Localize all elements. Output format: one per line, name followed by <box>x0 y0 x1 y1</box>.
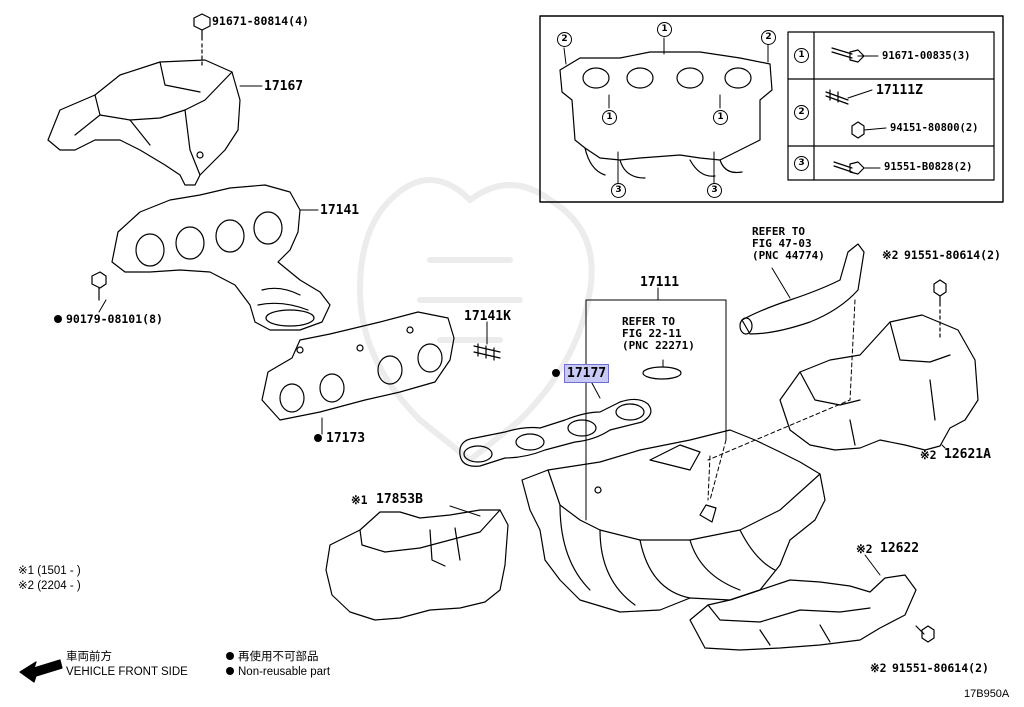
hose-44774 <box>739 243 865 335</box>
exhaust-manifold-17141 <box>111 184 331 331</box>
inset-callout-1-right: 1 <box>713 110 728 125</box>
ref-fig-22-line1: REFER TO <box>622 315 675 328</box>
nut-90179-08101 <box>91 271 107 301</box>
bolt-91671-80814 <box>193 13 211 67</box>
mark-2-top: ※2 <box>882 248 899 262</box>
inset-callout-3-right: 3 <box>707 183 722 198</box>
legend-nonreuse-jp: 再使用不可部品 <box>226 651 319 664</box>
gasket-17177 <box>459 398 652 467</box>
ref-fig-47-line3: (PNC 44774) <box>752 249 825 262</box>
ref-fig-22-line3: (PNC 22271) <box>622 339 695 352</box>
figure-id: 17B950A <box>964 688 1010 700</box>
inset-row-3-number: 3 <box>794 156 809 171</box>
label-91551-80614-bottom: 91551-80614(2) <box>892 661 989 675</box>
ref-fig-47-03[interactable]: REFER TO FIG 47-03 (PNC 44774) <box>752 226 825 262</box>
inset-callout-3-left: 3 <box>611 183 626 198</box>
mark-2-bottom: ※2 <box>870 661 887 675</box>
intake-manifold-17111 <box>521 429 826 613</box>
note-1: ※1 (1501 - ) <box>18 565 81 577</box>
inset-panel <box>539 15 1004 203</box>
legend-front-jp: 車両前方 <box>66 651 112 663</box>
ref-fig-47-line1: REFER TO <box>752 225 805 238</box>
inset-row-2-number: 2 <box>794 105 809 120</box>
inset-callout-1-top: 1 <box>657 22 672 37</box>
label-17141: 17141 <box>320 203 360 218</box>
label-17167: 17167 <box>264 79 304 94</box>
leader-lines <box>98 85 946 576</box>
legend-front-en: VEHICLE FRONT SIDE <box>66 666 188 678</box>
label-12622: 12622 <box>880 541 920 556</box>
inset-row-3-part: 91551-B0828(2) <box>884 161 973 173</box>
inset-row-1-number: 1 <box>794 48 809 63</box>
legend-nonreuse-en: Non-reusable part <box>226 666 330 679</box>
heat-insulator-12622 <box>689 574 917 651</box>
note-2: ※2 (2204 - ) <box>18 580 81 592</box>
mark-2-12621A: ※2 <box>920 448 937 462</box>
inset-row-2-part-b: 94151-80800(2) <box>890 122 979 134</box>
mark-1-17853B: ※1 <box>351 493 368 507</box>
bolt-91551-80614-bottom <box>915 625 935 643</box>
label-17853B: 17853B <box>376 492 423 507</box>
inset-callout-1-left: 1 <box>602 110 617 125</box>
label-17111: 17111 <box>640 275 680 290</box>
inset-callout-2-left: 2 <box>557 32 572 47</box>
bolt-91551-80614-top <box>933 279 947 339</box>
label-91671-80814: 91671-80814(4) <box>212 14 309 28</box>
stud-17141K <box>473 343 501 361</box>
inset-callout-2-right: 2 <box>761 30 776 45</box>
mark-2-12622: ※2 <box>856 542 873 556</box>
label-17173: 17173 <box>314 432 365 445</box>
inset-row-1-part: 91671-00835(3) <box>882 50 971 62</box>
label-12621A: 12621A <box>944 447 991 462</box>
label-90179-08101: 90179-08101(8) <box>54 313 163 326</box>
ref-fig-22-line2: FIG 22-11 <box>622 327 682 340</box>
gasket-17173 <box>261 311 455 421</box>
label-17177-highlight[interactable]: 17177 <box>564 364 610 383</box>
label-91551-80614-top: 91551-80614(2) <box>904 248 1001 262</box>
front-arrow <box>19 659 63 683</box>
inset-row-2-part-a: 17111Z <box>876 83 923 98</box>
o-ring-22271 <box>642 366 682 380</box>
label-17141K: 17141K <box>464 309 511 324</box>
label-17177: 17177 <box>552 364 610 383</box>
ref-fig-47-line2: FIG 47-03 <box>752 237 812 250</box>
heat-insulator-12621A <box>779 314 979 451</box>
heat-insulator-17167 <box>47 59 241 186</box>
cover-17853B <box>325 509 509 621</box>
ref-fig-22-11[interactable]: REFER TO FIG 22-11 (PNC 22271) <box>622 316 695 352</box>
